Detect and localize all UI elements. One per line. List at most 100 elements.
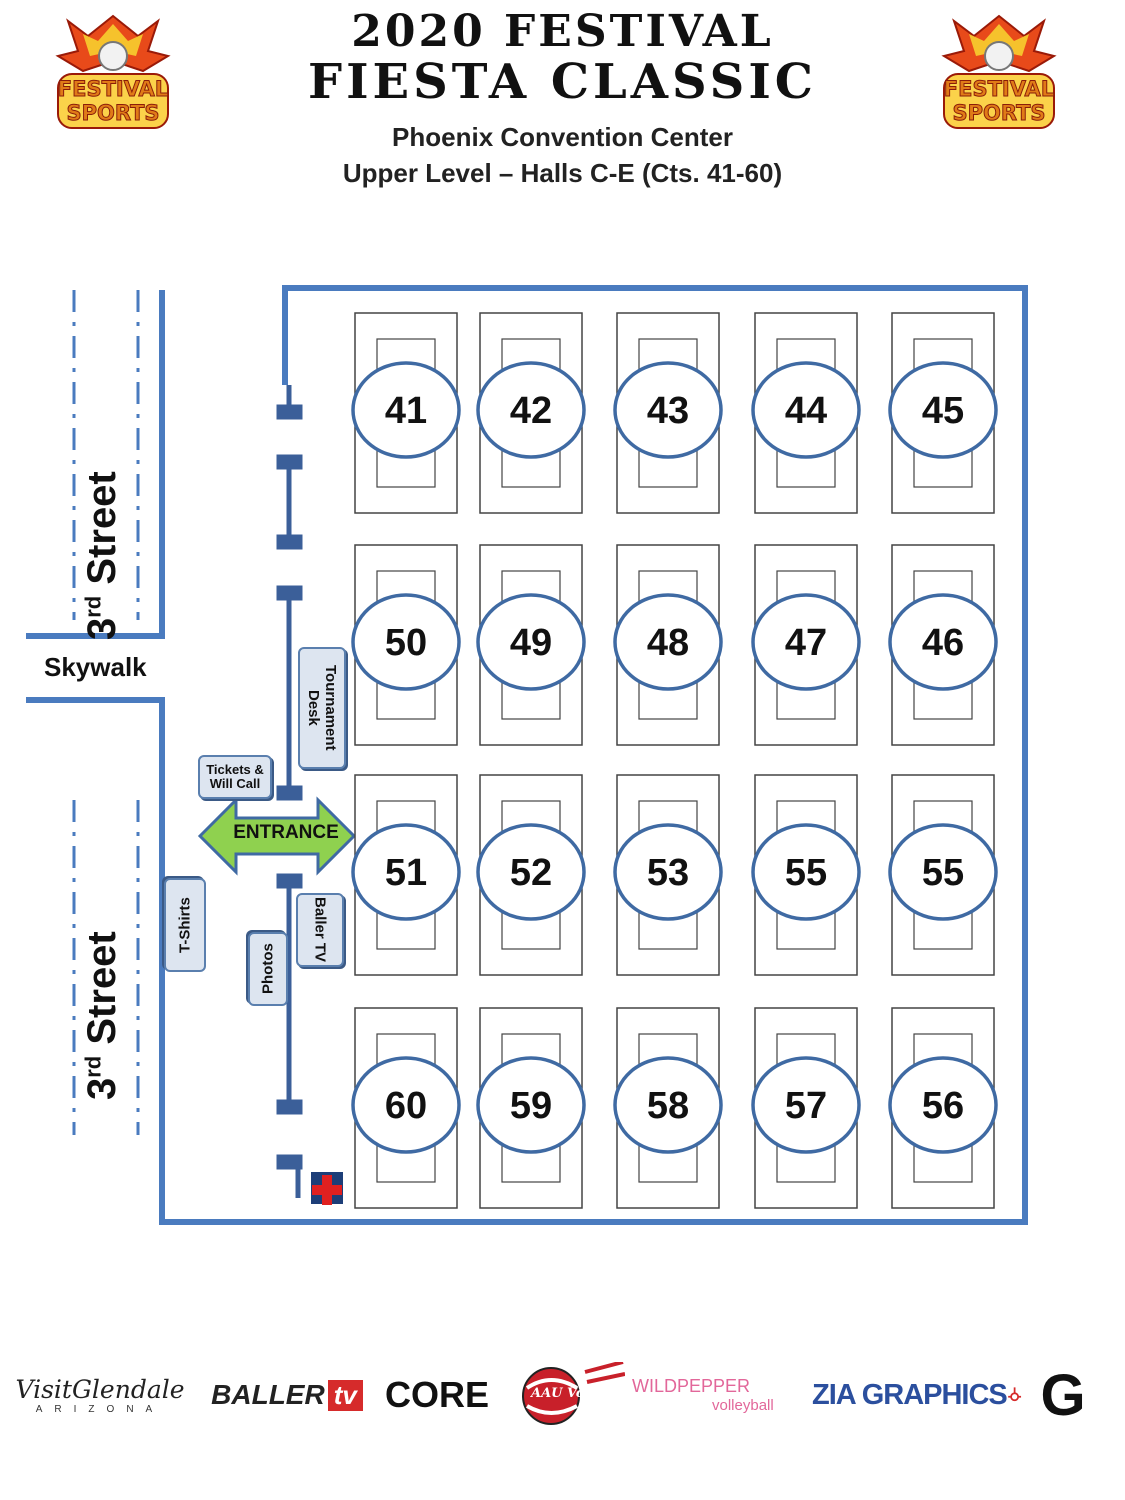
sponsor-zia-text: ZIA GRAPHICS bbox=[812, 1378, 1008, 1411]
sponsor-wild-pepper-sub: volleyball bbox=[712, 1397, 774, 1414]
sponsor-baller-tv: BALLER tv bbox=[203, 1362, 371, 1428]
sponsor-core-text: CORE bbox=[384, 1374, 489, 1415]
court: 55 bbox=[888, 774, 998, 976]
sponsor-aau-text: AAU Volleyball bbox=[531, 1386, 638, 1401]
sponsor-visit-glendale-text: VisitGlendale bbox=[15, 1375, 185, 1404]
court-number-circle bbox=[613, 593, 723, 691]
hall-wall bbox=[26, 285, 1028, 1225]
tickets-will-call-booth: Tickets & Will Call bbox=[198, 755, 272, 799]
court: 56 bbox=[888, 1007, 998, 1209]
court-number-circle bbox=[613, 1056, 723, 1154]
court: 60 bbox=[351, 1007, 461, 1209]
court-number: 42 bbox=[510, 390, 552, 432]
court-number-circle bbox=[751, 1056, 861, 1154]
court: 45 bbox=[888, 312, 998, 514]
court: 43 bbox=[613, 312, 723, 514]
entrance-label: ENTRANCE bbox=[233, 822, 339, 843]
logo-text-sports: SPORTS bbox=[952, 101, 1046, 125]
court-number: 51 bbox=[385, 852, 427, 894]
court: 41 bbox=[351, 312, 461, 514]
venue-name: Phoenix Convention Center bbox=[392, 122, 733, 152]
court-number: 49 bbox=[510, 622, 552, 664]
court-number-circle bbox=[351, 1056, 461, 1154]
page-title-line2: FIESTA CLASSIC bbox=[308, 54, 817, 110]
sponsor-core: CORE bbox=[376, 1362, 498, 1428]
court-number: 41 bbox=[385, 390, 427, 432]
court-number-circle bbox=[476, 361, 586, 459]
court-number: 46 bbox=[922, 622, 964, 664]
court: 44 bbox=[751, 312, 861, 514]
sponsor-gatorade: G bbox=[1033, 1362, 1093, 1428]
court-number-circle bbox=[888, 1056, 998, 1154]
court-number: 56 bbox=[922, 1085, 964, 1127]
court-number-circle bbox=[351, 361, 461, 459]
court: 51 bbox=[351, 774, 461, 976]
court-number-circle bbox=[476, 593, 586, 691]
court-number: 59 bbox=[510, 1085, 552, 1127]
logo-text-festival: FESTIVAL bbox=[57, 77, 169, 101]
court-number: 50 bbox=[385, 622, 427, 664]
first-aid-icon bbox=[311, 1172, 343, 1205]
photos-booth: Photos bbox=[248, 932, 288, 1006]
court-number-circle bbox=[751, 823, 861, 921]
sponsor-aau: AAU Volleyball bbox=[515, 1362, 638, 1428]
court: 55 bbox=[751, 774, 861, 976]
court-number-circle bbox=[888, 823, 998, 921]
court-number: 47 bbox=[785, 622, 827, 664]
sponsor-wild-pepper: WILDPEPPER volleyball bbox=[632, 1362, 797, 1428]
court-number-circle bbox=[888, 361, 998, 459]
sponsor-visit-glendale: VisitGlendale ARIZONA bbox=[14, 1362, 186, 1428]
skywalk-label: Skywalk bbox=[44, 652, 147, 682]
court: 42 bbox=[476, 312, 586, 514]
court-number: 53 bbox=[647, 852, 689, 894]
court-number: 58 bbox=[647, 1085, 689, 1127]
sponsor-baller-text: BALLER bbox=[211, 1379, 325, 1410]
page-title-line1: 2020 FESTIVAL bbox=[351, 6, 774, 57]
zia-sun-icon bbox=[1007, 1387, 1021, 1402]
court: 57 bbox=[751, 1007, 861, 1209]
logo-text-sports: SPORTS bbox=[66, 101, 160, 125]
court-number: 44 bbox=[785, 390, 827, 432]
court-number-circle bbox=[476, 1056, 586, 1154]
court-number: 55 bbox=[785, 852, 827, 894]
court: 50 bbox=[351, 544, 461, 746]
court: 48 bbox=[613, 544, 723, 746]
court: 52 bbox=[476, 774, 586, 976]
aau-volleyball-icon bbox=[522, 1362, 625, 1425]
court-number: 52 bbox=[510, 852, 552, 894]
court-number-circle bbox=[888, 593, 998, 691]
court-number-circle bbox=[751, 361, 861, 459]
skywalk-wall-top bbox=[26, 290, 165, 639]
baller-tv-booth: Baller TV bbox=[296, 893, 344, 967]
tournament-desk-booth: Tournament Desk bbox=[298, 647, 346, 769]
court-number-circle bbox=[613, 823, 723, 921]
sponsor-visit-glendale-sub: ARIZONA bbox=[35, 1404, 165, 1415]
court-number: 57 bbox=[785, 1085, 827, 1127]
court-number-circle bbox=[476, 823, 586, 921]
court-number: 45 bbox=[922, 390, 964, 432]
festival-sports-logo-right: FESTIVAL SPORTS bbox=[934, 6, 1064, 131]
logo-text-festival: FESTIVAL bbox=[943, 77, 1055, 101]
sponsor-wild-pepper-text: WILDPEPPER bbox=[632, 1376, 751, 1396]
festival-sports-logo-left: FESTIVAL SPORTS bbox=[48, 6, 178, 131]
tshirts-booth: T-Shirts bbox=[164, 878, 206, 972]
street-label-bottom: 3rd Street bbox=[80, 931, 124, 1100]
level-description: Upper Level – Halls C-E (Cts. 41-60) bbox=[342, 158, 783, 188]
entrance-arrow bbox=[197, 796, 357, 876]
court-number: 60 bbox=[385, 1085, 427, 1127]
sponsor-gatorade-text: G bbox=[1040, 1362, 1086, 1428]
street-label-top: 3rd Street bbox=[80, 471, 124, 640]
court-number-circle bbox=[351, 823, 461, 921]
court: 46 bbox=[888, 544, 998, 746]
court-number: 48 bbox=[647, 622, 689, 664]
sponsor-baller-tv-badge: tv bbox=[327, 1379, 363, 1411]
inner-partitions bbox=[276, 385, 303, 1198]
court: 58 bbox=[613, 1007, 723, 1209]
court-number-circle bbox=[351, 593, 461, 691]
court: 49 bbox=[476, 544, 586, 746]
court-number-circle bbox=[613, 361, 723, 459]
court-number-circle bbox=[751, 593, 861, 691]
court-number: 43 bbox=[647, 390, 689, 432]
court-number: 55 bbox=[922, 852, 964, 894]
